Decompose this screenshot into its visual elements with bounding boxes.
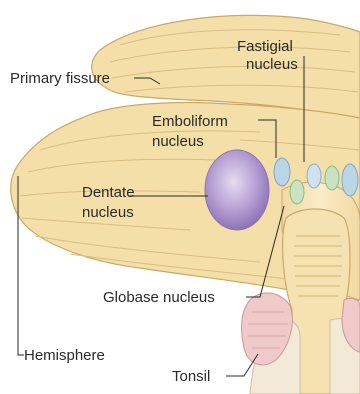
hemisphere-label: Hemisphere <box>24 347 105 364</box>
dentate-label-line2: nucleus <box>82 204 134 221</box>
primary-fissure-label: Primary fissure <box>10 70 110 87</box>
fastigial-nucleus-right <box>325 166 339 190</box>
globose-label: Globase nucleus <box>103 289 215 306</box>
fastigial-nucleus-shape <box>307 164 321 188</box>
globose-nucleus-shape <box>290 180 304 204</box>
emboliform-nucleus-right <box>342 164 358 196</box>
emboliform-nucleus-shape <box>274 158 290 186</box>
emboliform-label-line2: nucleus <box>152 133 204 150</box>
fastigial-label-line2: nucleus <box>246 56 298 73</box>
tonsil-label: Tonsil <box>172 368 210 385</box>
fastigial-label-line1: Fastigial <box>237 38 293 55</box>
dentate-nucleus-shape <box>205 150 269 230</box>
dentate-label-line1: Dentate <box>82 184 135 201</box>
emboliform-label-line1: Emboliform <box>152 113 228 130</box>
